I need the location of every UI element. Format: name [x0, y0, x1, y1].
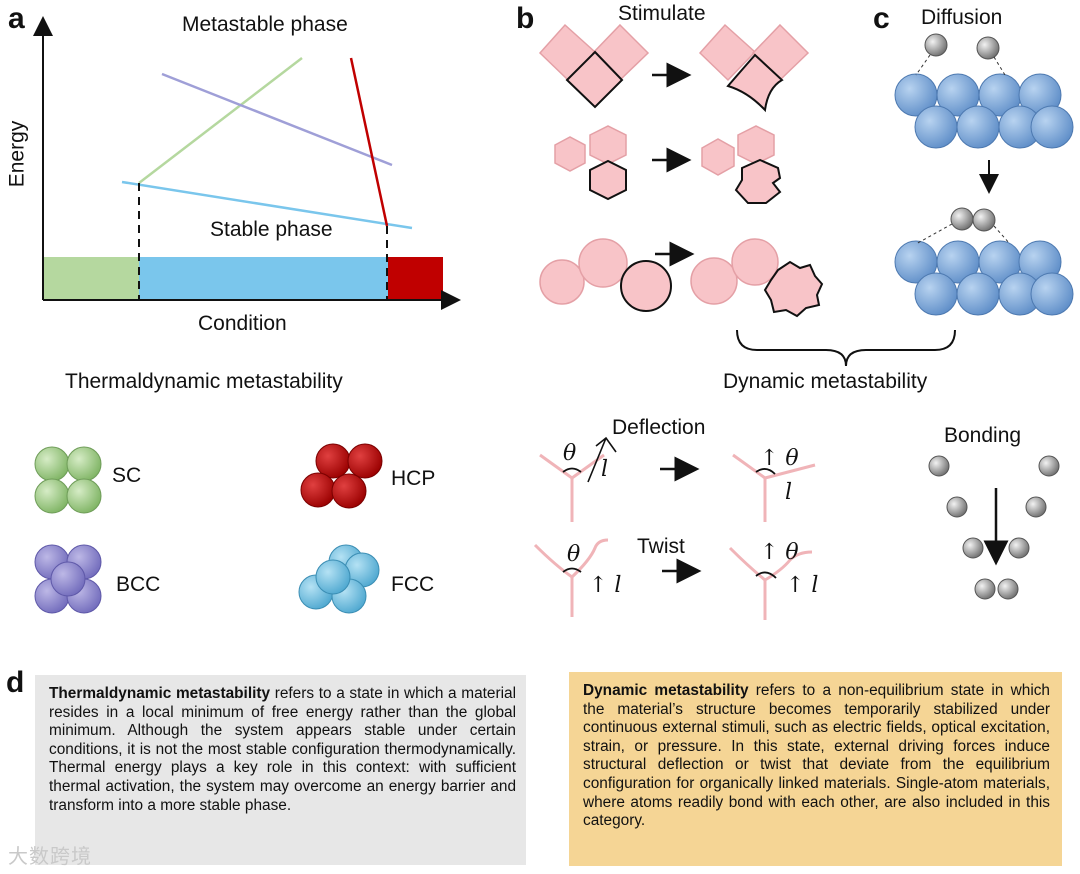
bonding-label: Bonding: [944, 424, 1022, 447]
deflection-label: Deflection: [612, 416, 706, 439]
bcc-lattice: [34, 544, 102, 614]
deflection-length-bracket: [587, 436, 617, 483]
red-energy-line: [349, 57, 389, 227]
panel-letter-a: a: [8, 2, 25, 35]
thermodynamic-definition-box: Thermaldynamic metastability refers to a…: [35, 675, 526, 865]
twist-up-l: ↑ l: [589, 573, 622, 598]
twist-angle-arc: [562, 567, 582, 573]
circle-before: [539, 238, 672, 312]
circle-after: [690, 238, 824, 318]
sc-label: SC: [112, 464, 142, 487]
green-phase-bar: [43, 257, 139, 300]
bonding-atoms: [928, 455, 1060, 600]
bcc-label: BCC: [116, 573, 161, 596]
deflection-l: l: [601, 457, 609, 482]
twist-after-theta: ↑ θ: [760, 540, 799, 565]
diffusion-top-lattice: [894, 33, 1074, 149]
hcp-lattice: [300, 443, 383, 509]
twist-after-arc: [755, 571, 777, 579]
stable-phase-label: Stable phase: [210, 218, 333, 241]
thermodynamic-definition-title: Thermaldynamic metastability: [49, 685, 271, 702]
dynamic-definition-body: refers to a non-equilibrium state in whi…: [583, 682, 1050, 830]
y-axis-label: Energy: [5, 120, 29, 188]
dynamic-brace: [736, 329, 956, 367]
dynamic-definition-title: Dynamic metastability: [583, 682, 749, 699]
panel-letter-b: b: [516, 2, 535, 35]
sc-lattice: [34, 446, 102, 514]
twist-before: [533, 538, 609, 617]
twist-theta: θ: [567, 542, 581, 567]
deflection-after-theta: ↑ θ: [760, 446, 799, 471]
fcc-lattice: [298, 544, 380, 614]
square-before: [538, 23, 650, 109]
hexagon-before: [554, 125, 627, 201]
hexagon-after: [701, 125, 782, 204]
diffusion-bottom-lattice: [894, 207, 1074, 316]
deflection-after-arc: [755, 468, 776, 475]
deflection-angle-arc: [562, 467, 582, 473]
square-after: [698, 23, 810, 113]
twist-after-l: ↑ l: [786, 573, 819, 598]
deflection-after-l: l: [785, 480, 793, 505]
deflection-before: [539, 453, 605, 522]
blue-phase-bar: [139, 257, 388, 300]
stimulate-label: Stimulate: [618, 2, 706, 25]
deflection-after: [732, 453, 816, 522]
panel-letter-c: c: [873, 2, 890, 35]
fcc-label: FCC: [391, 573, 435, 596]
dynamic-caption: Dynamic metastability: [723, 370, 928, 393]
metastable-phase-label: Metastable phase: [182, 13, 348, 36]
deflection-theta: θ: [563, 441, 577, 466]
thermodynamic-definition-body: refers to a state in which a material re…: [49, 685, 516, 814]
watermark: 大数跨境: [8, 844, 92, 868]
thermodynamic-caption: Thermaldynamic metastability: [65, 370, 343, 393]
diffusion-label: Diffusion: [921, 6, 1003, 29]
x-axis-label: Condition: [198, 312, 287, 335]
twist-label: Twist: [637, 535, 685, 558]
green-energy-line: [138, 57, 303, 184]
red-phase-bar: [388, 257, 443, 300]
dynamic-definition-box: Dynamic metastability refers to a non-eq…: [569, 672, 1062, 866]
twist-after: [728, 546, 813, 620]
purple-energy-line: [161, 72, 393, 167]
panel-letter-d: d: [6, 666, 25, 699]
blue-energy-line: [121, 180, 413, 230]
energy-diagram: [33, 16, 461, 310]
hcp-label: HCP: [391, 467, 436, 490]
